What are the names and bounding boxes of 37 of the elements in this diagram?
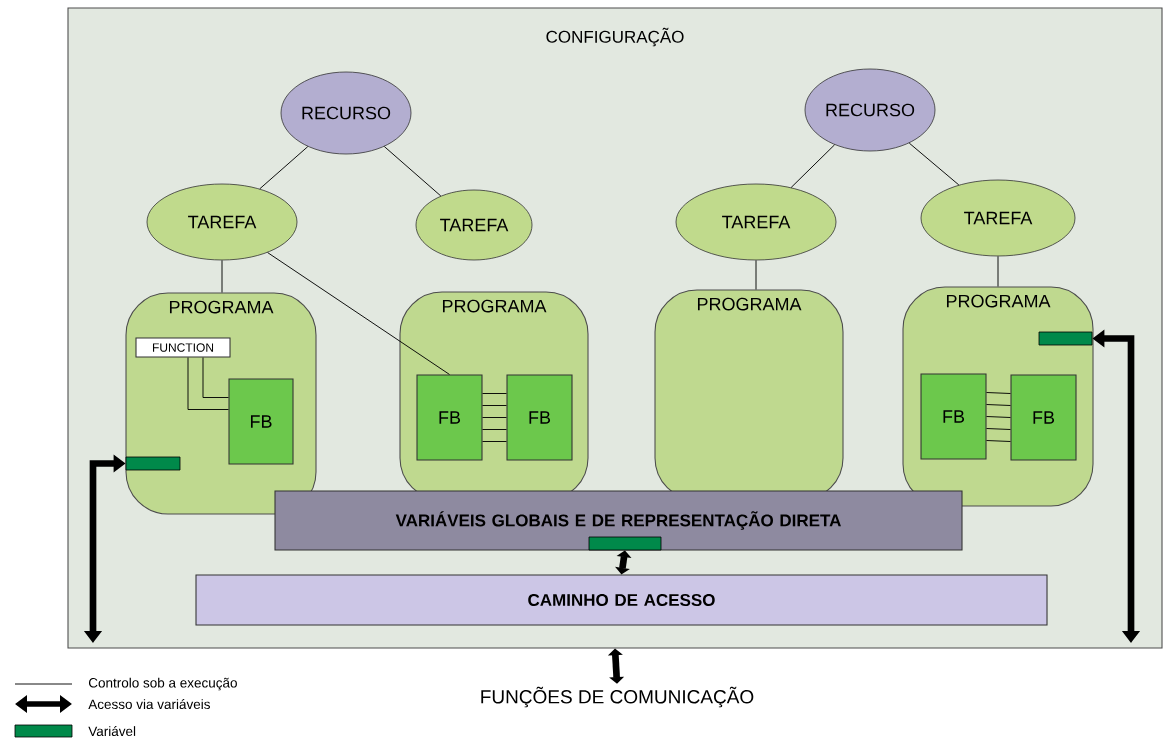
- control-line: [187, 357, 229, 410]
- control-line: [986, 428, 1011, 430]
- control-line: [986, 404, 1011, 406]
- function-box: FUNCTION: [135, 337, 231, 358]
- function-block: FB: [228, 378, 294, 465]
- function-block: FB: [920, 373, 987, 460]
- control-line: [383, 146, 442, 197]
- access-path-bar: CAMINHO DE ACESSO: [195, 574, 1048, 626]
- function-block: FB: [1010, 374, 1077, 461]
- control-line: [221, 259, 223, 293]
- communication-functions-label: FUNÇÕES DE COMUNICAÇÃO: [481, 686, 754, 708]
- control-line: [259, 146, 309, 190]
- variable-bar: [125, 456, 181, 471]
- global-variables-bar: VARIÁVEIS GLOBAIS E DE REPRESENTAÇÃO DIRETA: [274, 490, 963, 551]
- program-box: PROGRAMA: [654, 289, 844, 501]
- legend-label: Acesso via variáveis: [88, 699, 210, 710]
- legend-label: Variável: [88, 726, 136, 737]
- control-line: [986, 392, 1011, 394]
- control-line: [986, 440, 1011, 442]
- variable-bar: [1038, 331, 1093, 346]
- control-line: [482, 405, 507, 406]
- control-line: [482, 429, 507, 430]
- control-line: [997, 255, 999, 287]
- control-line: [755, 259, 757, 290]
- function-block: FB: [506, 374, 573, 461]
- variable-bar: [588, 536, 662, 551]
- legend-label: Controlo sob a execução: [88, 677, 237, 691]
- control-line: [482, 441, 507, 442]
- control-line: [482, 417, 507, 418]
- control-line: [986, 416, 1011, 418]
- function-block: FB: [416, 374, 483, 461]
- control-line: [908, 142, 960, 186]
- control-line: [790, 144, 836, 188]
- control-line: [482, 393, 507, 394]
- control-line: [267, 252, 450, 375]
- access-arrow: [607, 648, 625, 684]
- control-line: [202, 357, 229, 398]
